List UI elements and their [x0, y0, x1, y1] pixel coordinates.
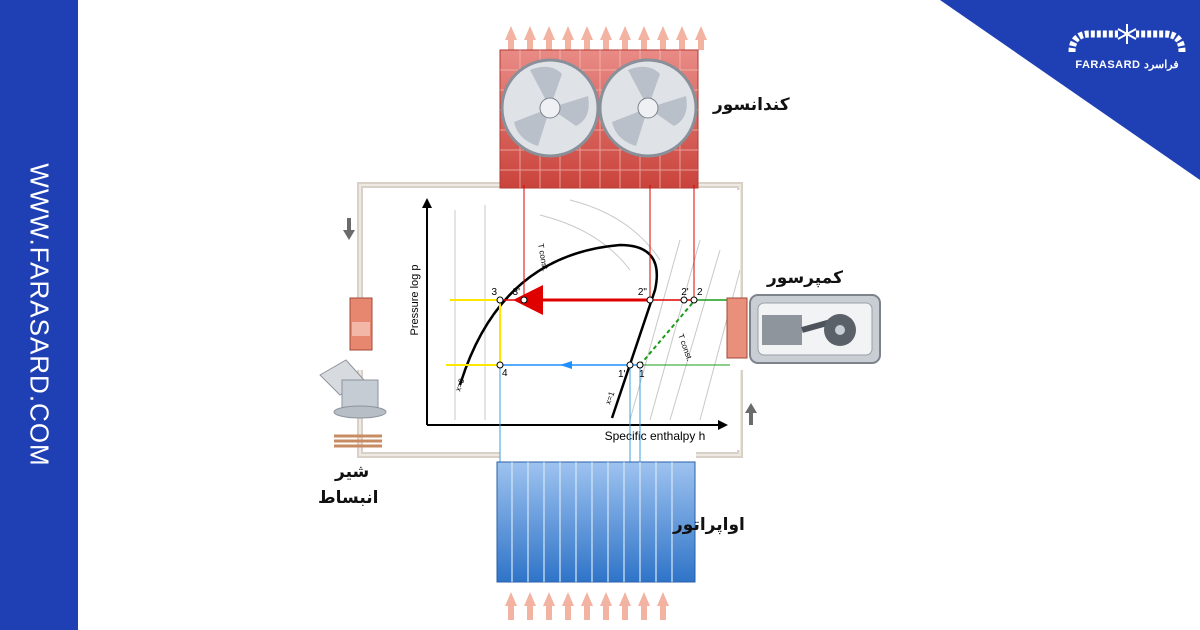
left-brand-band: WWW.FARASARD.COM [0, 0, 78, 630]
expansion-valve-label-line2: انبساط [318, 488, 379, 508]
ph-diagram-background [400, 190, 740, 450]
heat-in-arrows [505, 592, 669, 620]
refrigeration-cycle-diagram: Pressure log p Specific enthalpy h 3 3' … [319, 26, 881, 620]
compressor-unit [726, 294, 881, 364]
expansion-valve [319, 297, 387, 448]
fan-icon [500, 58, 600, 158]
point-labels: 3 3' 2" 2' 2 4 1' 1 [491, 287, 703, 380]
y-axis-label: Pressure log p [409, 265, 421, 336]
saturation-dome [458, 243, 658, 419]
expansion-valve-label-line1: شیر [335, 462, 370, 482]
website-url: WWW.FARASARD.COM [24, 163, 55, 467]
up-arrow-icon [745, 403, 757, 425]
svg-text:3: 3 [491, 287, 497, 298]
compression-line [639, 299, 696, 366]
svg-text:3': 3' [513, 287, 521, 298]
x-axis-label: Specific enthalpy h [605, 429, 706, 443]
heat-out-arrows [505, 26, 707, 50]
evaporator-unit [496, 461, 696, 583]
svg-text:4: 4 [502, 368, 508, 379]
quality-label-x0: x=0 [453, 377, 466, 393]
diagram-axes [426, 205, 720, 426]
logo-icon [1068, 24, 1186, 53]
snowflake-icon [1117, 24, 1137, 44]
brand-logo-text: FARASARD فراسرد [1075, 59, 1179, 71]
svg-text:2': 2' [681, 287, 689, 298]
corner-brand-triangle [940, 0, 1200, 180]
condenser-projection-lines [523, 185, 695, 300]
condenser-unit [499, 49, 699, 189]
state-points [496, 296, 698, 369]
condenser-label: کندانسور [713, 95, 790, 115]
svg-text:1': 1' [618, 369, 626, 380]
down-arrow-icon [343, 218, 355, 240]
quality-label-x1: x=1 [603, 390, 616, 406]
flow-arrow-icon [560, 361, 572, 369]
isotherm-lines [454, 199, 741, 421]
svg-text:2": 2" [638, 287, 648, 298]
compressor-label: کمپرسور [767, 268, 843, 288]
evaporator-label: اواپراتور [673, 515, 745, 535]
evaporator-projection-lines [499, 365, 641, 470]
svg-text:2: 2 [697, 287, 703, 298]
svg-text:1: 1 [639, 369, 645, 380]
y-axis-arrow-icon [422, 198, 432, 208]
x-axis-arrow-icon [718, 420, 728, 430]
fan-icon [598, 58, 698, 158]
